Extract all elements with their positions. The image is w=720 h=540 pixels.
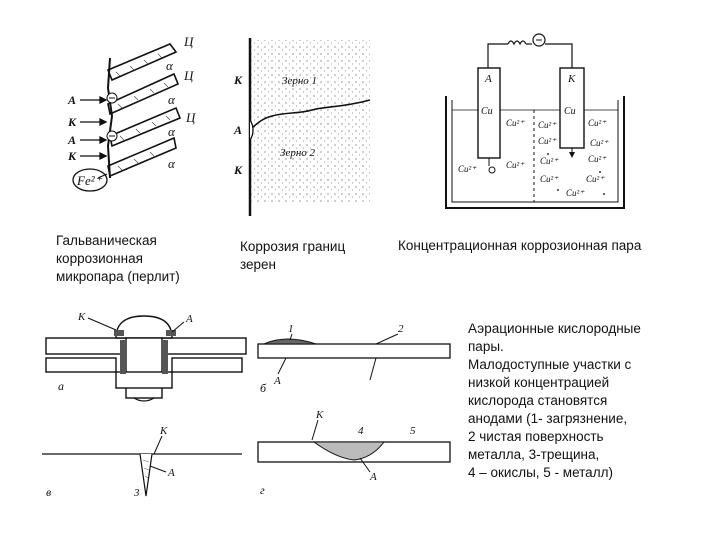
number-4: 4	[358, 425, 364, 437]
caption-line: 2 чистая поверхность	[468, 429, 604, 444]
ferrite-label: α	[168, 92, 176, 107]
subfigure-v-label: в	[46, 485, 51, 499]
caption-line: Гальваническая	[56, 233, 157, 248]
ferrite-label: α	[168, 124, 176, 139]
caption-line: анодами (1- загрязнение,	[468, 411, 628, 426]
plate-contamination	[257, 338, 451, 359]
svg-text:Cu²⁺: Cu²⁺	[588, 118, 607, 128]
cathode-label: К	[159, 425, 168, 437]
cementite-label: Ц	[185, 110, 196, 125]
svg-text:Cu²⁺: Cu²⁺	[538, 120, 557, 130]
anode-label: А	[233, 123, 242, 137]
caption-line: кислорода становятся	[468, 393, 608, 408]
caption-galvanic: Гальваническая коррозионная микропара (п…	[56, 232, 226, 286]
grain-boundary-line	[249, 99, 371, 131]
grain-2-area	[250, 120, 370, 202]
aeration-figure: К А а 1 2 А б К А 3 в К 4	[36, 300, 460, 510]
plate-hatching	[115, 53, 171, 171]
vessel-inner	[451, 100, 619, 203]
svg-text:Cu²⁺: Cu²⁺	[538, 136, 557, 146]
cathode-label: К	[67, 115, 77, 129]
cathode-label: К	[315, 409, 324, 421]
svg-text:Cu²⁺: Cu²⁺	[506, 118, 525, 128]
coil-icon	[507, 40, 527, 46]
copper-ions: Cu²⁺ Cu²⁺ Cu²⁺ Cu²⁺ Cu²⁺ Cu²⁺ Cu²⁺ Cu²⁺ …	[458, 118, 609, 198]
svg-text:Cu²⁺: Cu²⁺	[540, 174, 559, 184]
rivet-deposits	[114, 330, 176, 374]
caption-concentration: Концентрационная коррозионная пара	[398, 238, 642, 253]
cementite-label: Ц	[183, 34, 194, 49]
ferrite-label: α	[168, 156, 176, 171]
number-1: 1	[288, 323, 294, 335]
caption-line: 4 – окислы, 5 - металл)	[468, 465, 613, 480]
iron-ion-label: Fe²⁺	[76, 173, 103, 188]
svg-text:Cu²⁺: Cu²⁺	[506, 160, 525, 170]
svg-text:Cu²⁺: Cu²⁺	[566, 188, 585, 198]
cathode-label: К	[567, 73, 576, 85]
anode-label: А	[484, 73, 492, 85]
grain-1-area	[250, 40, 370, 120]
caption-line: Малодоступные участки с	[468, 357, 632, 372]
svg-text:Cu²⁺: Cu²⁺	[588, 154, 607, 164]
caption-aeration: Аэрационные кислородные пары. Малодоступ…	[468, 320, 708, 482]
anode-label: А	[67, 133, 76, 147]
caption-grain: Коррозия границ зерен	[240, 238, 380, 274]
anode-label: А	[167, 467, 175, 479]
iron-ion-icon	[72, 168, 108, 192]
subfigure-g-label: г	[260, 483, 265, 497]
grain-diagram: Зерно 1 Зерно 2 К А К	[233, 38, 371, 216]
grain-1-label: Зерно 1	[282, 75, 317, 87]
anode-label: А	[273, 375, 281, 387]
cathode-metal-label: Cu	[564, 106, 576, 117]
number-5: 5	[410, 425, 416, 437]
pearlite-figure: Ц α Ц α Ц α α А К А К Fe²⁺	[50, 28, 220, 208]
anode-metal-label: Cu	[481, 106, 493, 117]
caption-line: Аэрационные кислородные	[468, 321, 641, 336]
subfigure-b-label: б	[260, 381, 267, 395]
number-2: 2	[398, 323, 404, 335]
plate-oxide	[257, 441, 451, 463]
caption-line: низкой концентрацией	[468, 375, 610, 390]
svg-text:Cu²⁺: Cu²⁺	[458, 164, 477, 174]
cementite-plates	[106, 43, 182, 178]
caption-line: пары.	[468, 339, 504, 354]
anode-label: А	[185, 313, 193, 325]
electrode-arrows	[80, 95, 108, 161]
caption-line: микропара (перлит)	[56, 269, 180, 284]
caption-line: коррозионная	[56, 251, 143, 266]
anode-label: А	[67, 93, 76, 107]
metal-edge	[106, 57, 114, 179]
cathode-label: К	[77, 311, 86, 323]
caption-line: металла, 3-трещина,	[468, 447, 600, 462]
cathode-label: К	[233, 163, 243, 177]
grain-2-label: Зерно 2	[280, 147, 316, 159]
anode-label: А	[369, 471, 377, 483]
ferrite-label: α	[166, 58, 174, 73]
vessel-outline	[445, 96, 625, 209]
svg-text:Cu²⁺: Cu²⁺	[540, 156, 559, 166]
svg-text:Cu²⁺: Cu²⁺	[590, 138, 609, 148]
caption-line: Коррозия границ	[240, 239, 346, 254]
cathode-label: К	[67, 149, 77, 163]
number-3: 3	[133, 487, 140, 499]
aeration-diagram: К А а 1 2 А б К А 3 в К 4	[42, 311, 451, 499]
subfigure-a-label: а	[58, 379, 64, 393]
cementite-label: Ц	[183, 68, 194, 83]
svg-text:Cu²⁺: Cu²⁺	[586, 174, 605, 184]
rivet-joint	[45, 315, 247, 399]
cathode-label: К	[233, 73, 243, 87]
corrosion-notch	[249, 119, 254, 141]
cell-diagram: А Cu К Cu Cu²⁺ Cu²⁺ Cu²⁺ Cu²⁺ Cu²⁺ Cu²⁺ …	[445, 33, 625, 209]
pearlite-diagram: Ц α Ц α Ц α α А К А К Fe²⁺	[67, 34, 196, 192]
concentration-cell-figure: А Cu К Cu Cu²⁺ Cu²⁺ Cu²⁺ Cu²⁺ Cu²⁺ Cu²⁺ …	[440, 22, 630, 222]
grain-boundary-figure: Зерно 1 Зерно 2 К А К	[228, 38, 378, 218]
caption-line: зерен	[240, 257, 277, 272]
crack-shape	[139, 453, 153, 497]
